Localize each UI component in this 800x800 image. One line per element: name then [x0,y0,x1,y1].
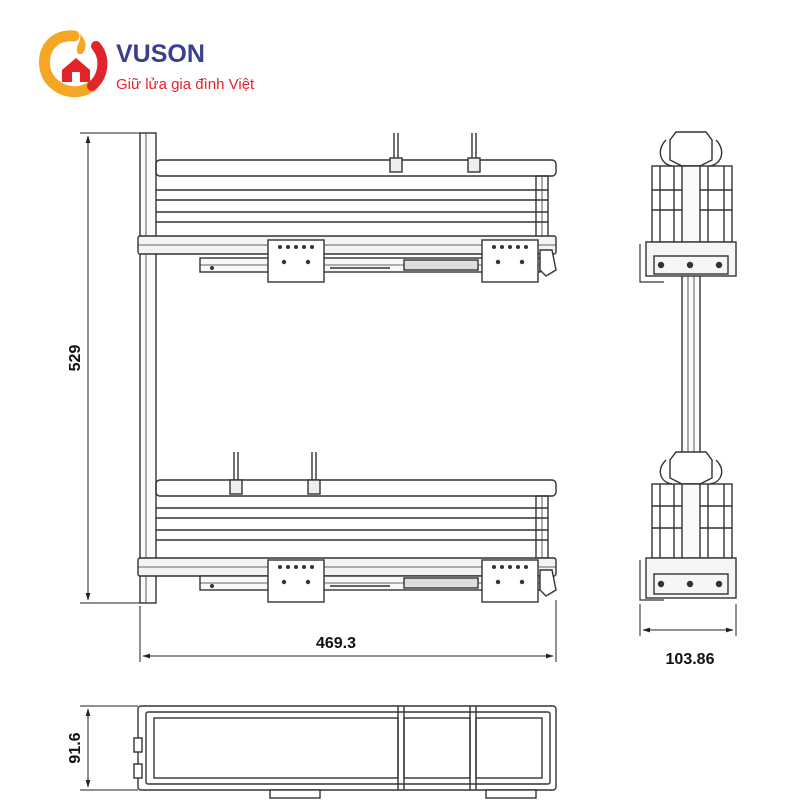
depth-dimension [639,604,737,636]
depth-label: 103.86 [666,651,715,668]
brand-name: VUSON [116,40,205,68]
side-view [639,131,737,601]
width-label: 469.3 [316,635,356,652]
vuson-logo-icon [39,30,108,98]
top-view [133,705,557,799]
height-dimension [80,132,140,604]
lower-basket [137,452,557,603]
brand-tagline: Giữ lửa gia đình Việt [116,76,255,93]
width-dimension [139,600,557,662]
height-label: 529 [67,345,84,372]
front-view [137,132,557,604]
base-height-label: 91.6 [67,732,84,763]
base-height-dimension [80,705,138,791]
upper-basket [137,133,557,283]
